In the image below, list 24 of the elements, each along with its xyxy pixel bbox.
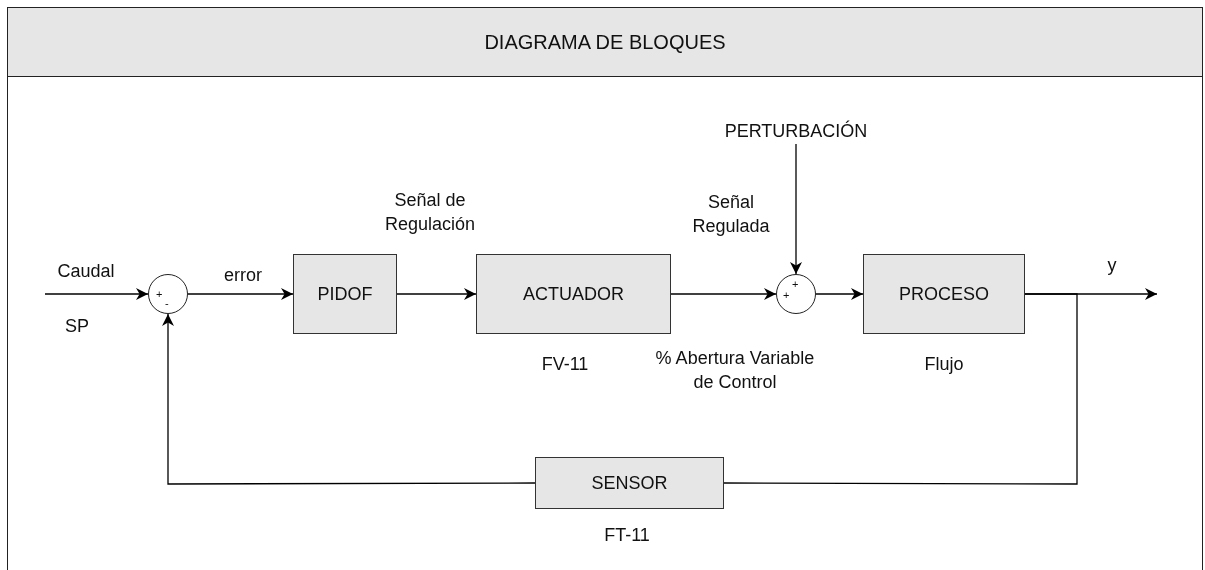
sensor-block [535,457,724,509]
arrow [815,288,864,300]
block-label: ACTUADOR [523,283,624,305]
process-block [863,254,1025,334]
connector-line [723,293,1078,485]
block-label: SENSOR [591,472,668,494]
block-label: PROCESO [899,283,989,305]
sign-label: + [783,290,790,301]
arrow [670,288,777,300]
disturbance-label: PERTURBACIÓN [724,120,868,142]
arrow [44,288,149,300]
arrow [790,143,802,275]
block-label: PIDOF [317,283,373,305]
actuator-block [476,254,671,334]
sign-label: + [792,279,799,290]
summing-junction [776,274,816,314]
arrow [396,288,477,300]
summing-junction [148,274,188,314]
diagram-title: DIAGRAMA DE BLOQUES [484,30,726,54]
sign-label: - [165,298,169,309]
controller-block [293,254,397,334]
arrow [162,313,536,485]
arrow [187,288,294,300]
sign-label: + [156,289,163,300]
